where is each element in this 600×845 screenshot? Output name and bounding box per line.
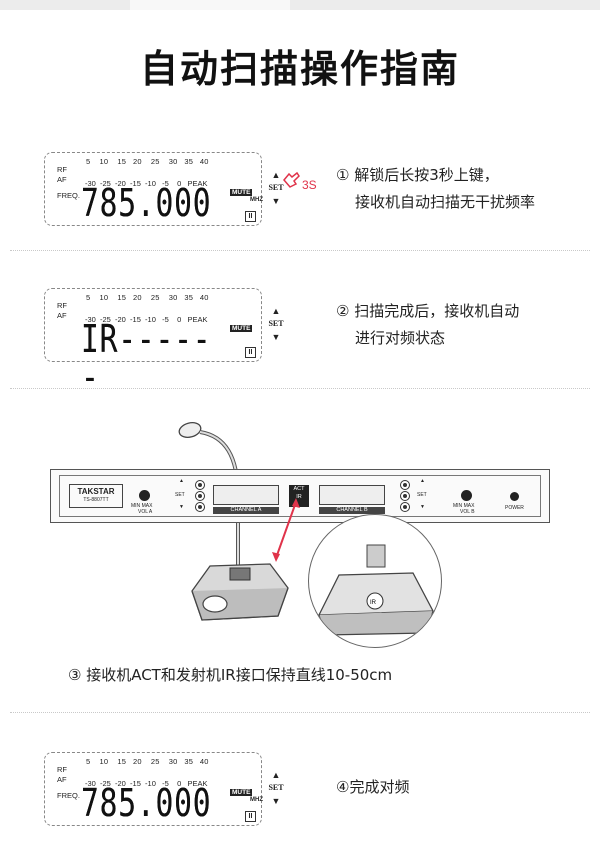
- set-button[interactable]: SET: [268, 319, 284, 328]
- meter-scale-top: 5 10 15 20 25 30 35 40: [86, 757, 209, 766]
- channel-indicator: II: [245, 211, 256, 222]
- mhz-unit: MHZ: [250, 197, 263, 203]
- receiver-front-panel: TAKSTAR TS-8807TT MIN MAX VOL A ▲ SET ▼ …: [50, 469, 550, 523]
- brand-name: TAKSTAR: [77, 487, 115, 496]
- transmitter-base-closeup: IR: [317, 544, 435, 636]
- power-label: POWER: [505, 505, 524, 511]
- down-arrow-icon[interactable]: ▼: [179, 504, 184, 510]
- down-arrow-icon[interactable]: ▼: [271, 332, 281, 342]
- top-strip: [0, 0, 600, 10]
- vol-b-minmax: MIN MAX: [453, 503, 475, 509]
- divider: [10, 712, 590, 713]
- hand-press-icon: [283, 171, 300, 188]
- mute-indicator: MUTE: [230, 325, 253, 332]
- down-arrow-icon[interactable]: ▼: [271, 196, 281, 206]
- set-control-1: ▲ SET ▼: [266, 170, 286, 206]
- meter-scale-bottom: -30 -25 -20 -15 -10 -5 0 PEAK: [85, 179, 208, 188]
- frequency-readout: 785.000: [81, 181, 212, 225]
- channel-b-display: [319, 485, 385, 505]
- act-label: ACT: [293, 486, 305, 492]
- up-arrow-icon[interactable]: ▲: [271, 770, 281, 780]
- ir-port-label: IR: [370, 600, 377, 606]
- af-label: AF: [57, 175, 67, 184]
- act-ir-window: ACT IR: [289, 485, 309, 507]
- channel-a-display: [213, 485, 279, 505]
- channel-indicator: II: [245, 811, 256, 822]
- volume-b-knob[interactable]: [461, 490, 472, 501]
- meter-scale-top: 5 10 15 20 25 30 35 40: [86, 157, 209, 166]
- up-arrow-icon[interactable]: ▲: [271, 306, 281, 316]
- set-control-2: ▲ SET ▼: [266, 306, 286, 342]
- lcd-display-scan: RF AF FREQ. 5 10 15 20 25 30 35 40 -30 -…: [44, 152, 263, 226]
- lcd-display-paired: RF AF FREQ. 5 10 15 20 25 30 35 40 -30 -…: [44, 752, 263, 826]
- button-a3[interactable]: [195, 502, 205, 512]
- power-button[interactable]: [510, 492, 519, 501]
- down-arrow-icon[interactable]: ▼: [420, 504, 425, 510]
- meter-scale-bottom: -30 -25 -20 -15 -10 -5 0 PEAK: [85, 315, 208, 324]
- vol-a-label: VOL A: [138, 509, 153, 515]
- divider: [10, 388, 590, 389]
- channel-b-label: CHANNEL B: [319, 507, 385, 514]
- set-control-4: ▲ SET ▼: [266, 770, 286, 806]
- set-button[interactable]: SET: [417, 492, 427, 498]
- lcd-display-pairing: RF AF 5 10 15 20 25 30 35 40 -30 -25 -20…: [44, 288, 262, 396]
- mute-indicator: MUTE: [230, 789, 253, 796]
- button-b1[interactable]: [400, 480, 410, 490]
- channel-a-label: CHANNEL A: [213, 507, 279, 514]
- ir-direction-arrow-icon: [272, 498, 300, 562]
- rf-label: RF: [57, 301, 67, 310]
- step4-text: ④完成对频: [336, 778, 410, 796]
- rf-label: RF: [57, 165, 67, 174]
- page-title: 自动扫描操作指南: [139, 47, 460, 91]
- hold-3s-hint: 3S: [302, 178, 317, 192]
- button-b3[interactable]: [400, 502, 410, 512]
- vol-a-minmax: MIN MAX: [131, 503, 153, 509]
- rf-label: RF: [57, 765, 67, 774]
- up-arrow-icon[interactable]: ▲: [420, 478, 425, 484]
- step1-line2: 接收机自动扫描无干扰频率: [355, 193, 536, 211]
- button-a2[interactable]: [195, 491, 205, 501]
- meter-scale-top: 5 10 15 20 25 30 35 40: [86, 293, 209, 302]
- freq-label: FREQ.: [57, 191, 80, 200]
- step1-line1: ① 解锁后长按3秒上键，: [336, 166, 499, 184]
- mhz-unit: MHZ: [250, 797, 263, 803]
- set-button[interactable]: SET: [268, 783, 284, 792]
- meter-scale-bottom: -30 -25 -20 -15 -10 -5 0 PEAK: [85, 779, 208, 788]
- ir-label: IR: [296, 494, 302, 500]
- volume-a-knob[interactable]: [139, 490, 150, 501]
- vol-b-label: VOL B: [460, 509, 475, 515]
- af-label: AF: [57, 311, 67, 320]
- step2-line1: ② 扫描完成后，接收机自动: [336, 302, 520, 320]
- step2-line2: 进行对频状态: [355, 329, 446, 347]
- pairing-readout: IR------: [81, 317, 212, 399]
- up-arrow-icon[interactable]: ▲: [271, 170, 281, 180]
- down-arrow-icon[interactable]: ▼: [271, 796, 281, 806]
- divider: [10, 250, 590, 251]
- frequency-readout: 785.000: [81, 781, 212, 825]
- set-button[interactable]: SET: [175, 492, 185, 498]
- mute-indicator: MUTE: [230, 189, 253, 196]
- step3-text: ③ 接收机ACT和发射机IR接口保持直线10-50cm: [68, 666, 393, 684]
- set-button[interactable]: SET: [268, 183, 284, 192]
- brand-badge: TAKSTAR TS-8807TT: [69, 484, 123, 508]
- af-label: AF: [57, 775, 67, 784]
- channel-indicator: II: [245, 347, 256, 358]
- freq-label: FREQ.: [57, 791, 80, 800]
- up-arrow-icon[interactable]: ▲: [179, 478, 184, 484]
- model-name: TS-8807TT: [83, 497, 109, 503]
- ir-port-zoom-circle: IR: [308, 514, 442, 648]
- button-a1[interactable]: [195, 480, 205, 490]
- button-b2[interactable]: [400, 491, 410, 501]
